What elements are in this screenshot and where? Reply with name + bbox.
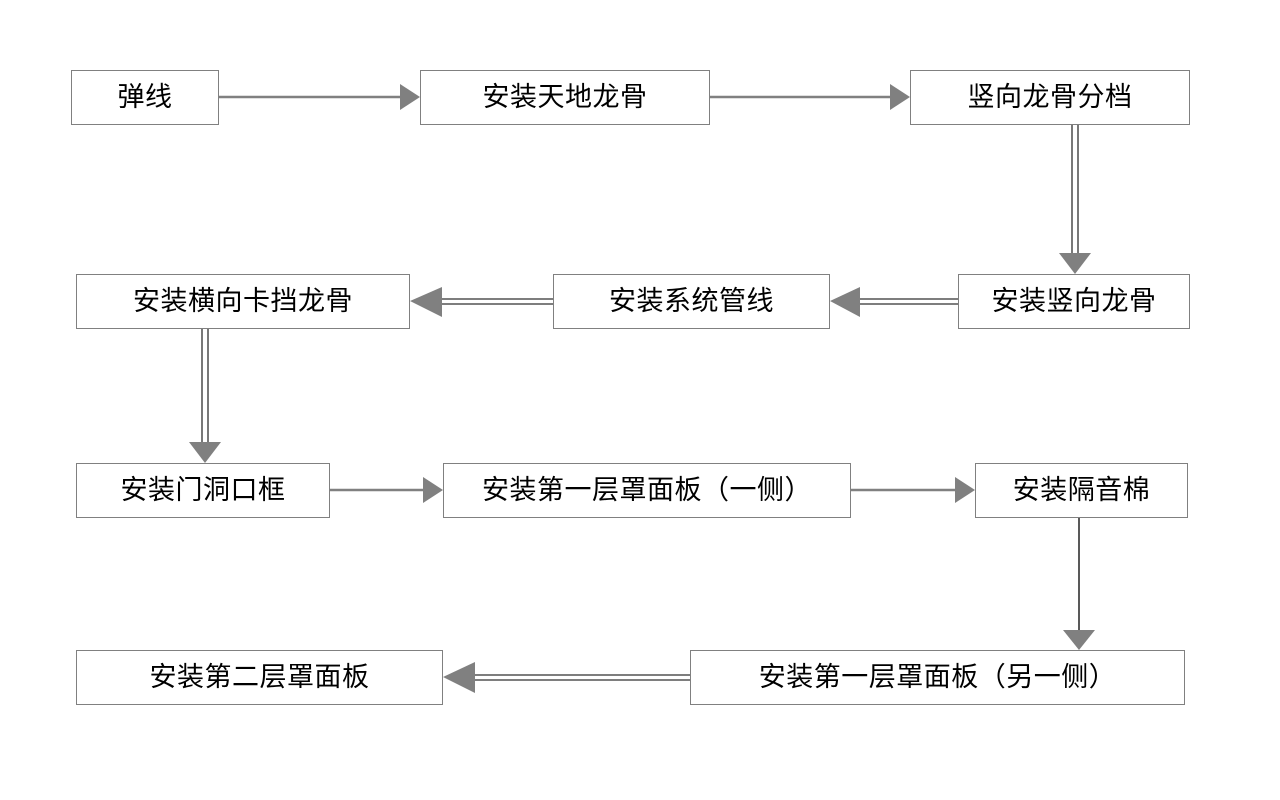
node-install-door-opening-frame[interactable]: 安装门洞口框 bbox=[76, 463, 330, 518]
edge-n10-n11 bbox=[443, 662, 690, 693]
node-label: 安装第一层罩面板（一侧） bbox=[482, 475, 812, 505]
node-label: 弹线 bbox=[117, 82, 173, 112]
node-label: 安装横向卡挡龙骨 bbox=[133, 286, 353, 316]
node-install-sound-insulation[interactable]: 安装隔音棉 bbox=[975, 463, 1188, 518]
edge-n3-n4 bbox=[1059, 125, 1091, 274]
node-label: 安装天地龙骨 bbox=[482, 82, 648, 112]
node-install-horizontal-blocking[interactable]: 安装横向卡挡龙骨 bbox=[76, 274, 410, 329]
edge-n7-n8 bbox=[330, 477, 443, 503]
edge-n9-n10 bbox=[1063, 518, 1095, 650]
node-label: 安装第一层罩面板（另一侧） bbox=[758, 662, 1117, 692]
node-label: 安装系统管线 bbox=[609, 286, 774, 316]
edge-n1-n2 bbox=[219, 84, 420, 110]
node-install-track-runner[interactable]: 安装天地龙骨 bbox=[420, 70, 710, 125]
node-install-second-layer-panel[interactable]: 安装第二层罩面板 bbox=[76, 650, 443, 705]
node-label: 竖向龙骨分档 bbox=[967, 82, 1133, 112]
node-install-first-layer-panel-one-side[interactable]: 安装第一层罩面板（一侧） bbox=[443, 463, 851, 518]
edge-n6-n7 bbox=[189, 329, 221, 463]
node-install-vertical-stud[interactable]: 安装竖向龙骨 bbox=[958, 274, 1190, 329]
edge-n5-n6 bbox=[410, 287, 553, 317]
node-label: 安装竖向龙骨 bbox=[991, 286, 1157, 316]
edge-n4-n5 bbox=[830, 287, 958, 317]
edge-n8-n9 bbox=[851, 477, 975, 503]
node-vertical-stud-spacing[interactable]: 竖向龙骨分档 bbox=[910, 70, 1190, 125]
node-install-first-layer-panel-other-side[interactable]: 安装第一层罩面板（另一侧） bbox=[690, 650, 1185, 705]
node-install-system-pipeline[interactable]: 安装系统管线 bbox=[553, 274, 830, 329]
edge-n2-n3 bbox=[710, 84, 910, 110]
node-label: 安装第二层罩面板 bbox=[149, 662, 370, 692]
node-label: 安装门洞口框 bbox=[120, 475, 286, 505]
node-label: 安装隔音棉 bbox=[1012, 475, 1151, 505]
node-tan-xian[interactable]: 弹线 bbox=[71, 70, 219, 125]
